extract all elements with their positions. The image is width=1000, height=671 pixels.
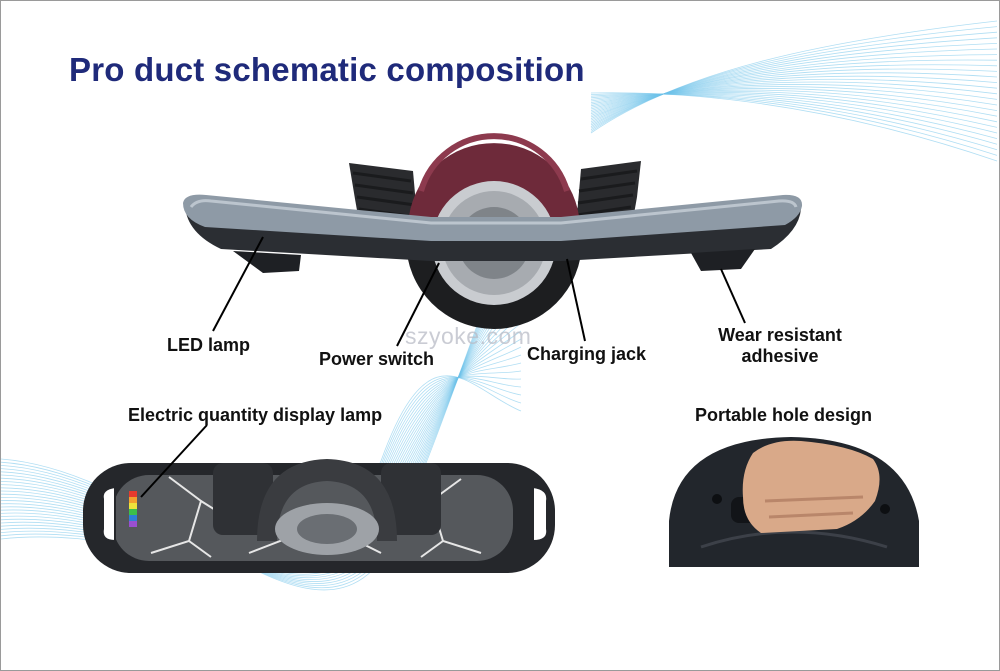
label-power-switch: Power switch — [319, 349, 435, 369]
wave-line — [590, 64, 998, 121]
electric-quantity-pointer — [140, 424, 208, 498]
label-portable-hole-design: Portable hole design — [695, 405, 873, 425]
wave-line — [590, 92, 998, 162]
wave-line — [590, 84, 998, 111]
wave-line — [590, 48, 998, 126]
wave-line — [590, 75, 998, 116]
battery-indicator-led — [129, 491, 137, 527]
label-wear-resistant-line2: adhesive — [741, 346, 819, 366]
wave-line — [590, 59, 998, 123]
wave-line — [590, 90, 998, 123]
wave-line — [590, 72, 998, 118]
wave-line — [590, 20, 998, 134]
wave-line — [590, 78, 998, 115]
wave-line — [590, 81, 998, 113]
board-deck — [183, 194, 803, 273]
wave-line — [590, 93, 998, 151]
charging-jack-pointer — [566, 258, 586, 342]
led-lamp-pointer — [212, 236, 264, 332]
wave-line — [590, 31, 998, 131]
wave-line — [590, 54, 998, 124]
hand-gripping-handle — [742, 440, 880, 533]
wave-line — [590, 86, 998, 110]
wave-line — [590, 26, 998, 132]
wave-line — [590, 89, 998, 117]
wave-line — [590, 93, 998, 139]
label-charging-jack: Charging jack — [527, 344, 647, 364]
label-led-lamp: LED lamp — [167, 335, 251, 355]
watermark: szyoke.com — [405, 323, 532, 349]
wave-line — [590, 93, 998, 145]
wave-line — [590, 68, 998, 119]
wave-line — [590, 88, 998, 111]
wear-resistant-pointer — [720, 268, 746, 324]
top-view-wheel — [213, 459, 441, 555]
wave-line — [590, 92, 998, 134]
label-wear-resistant-line1: Wear resistant — [718, 325, 842, 345]
label-wear-resistant-adhesive: Wear resistant adhesive — [707, 325, 853, 367]
label-electric-quantity-display-lamp: Electric quantity display lamp — [128, 405, 383, 425]
wave-line — [590, 93, 998, 156]
wave-line — [590, 37, 998, 129]
wave-line — [590, 43, 998, 127]
wave-line — [590, 92, 998, 128]
page-title: Pro duct schematic composition — [69, 51, 585, 88]
power-switch-pointer — [396, 262, 440, 347]
